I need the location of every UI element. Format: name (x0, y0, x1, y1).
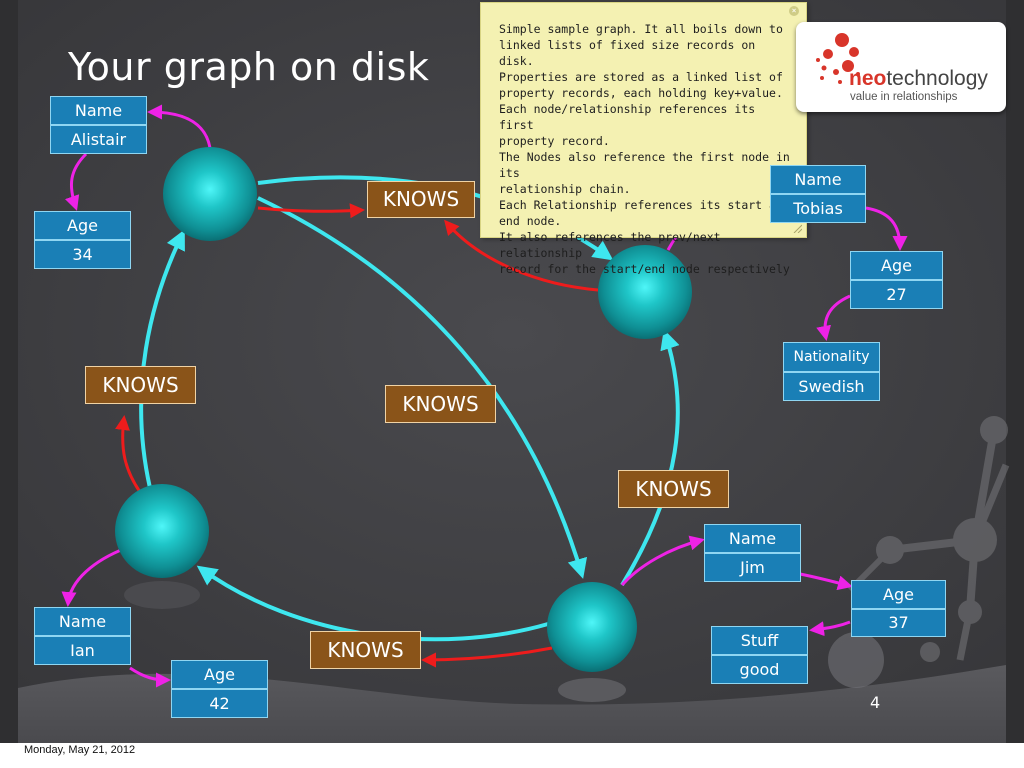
edge-ian-alistair (139, 229, 185, 489)
knows-box: KNOWS (85, 366, 196, 404)
note-line: linked lists of fixed size records on di… (499, 38, 756, 68)
property-record-value: 42 (171, 689, 268, 718)
footer-date: Monday, May 21, 2012 (24, 744, 136, 756)
property-record-key: Age (851, 580, 946, 609)
property-record-key: Nationality (783, 342, 880, 372)
property-record-value: Alistair (50, 125, 147, 154)
pointer-ian-knows (115, 415, 142, 493)
knows-box: KNOWS (385, 385, 496, 423)
pointer-jim-stuff (809, 620, 851, 637)
edge-jim-tobias (620, 329, 680, 587)
close-icon[interactable]: × (789, 6, 799, 16)
slide: Your graph on disk × Simple sample graph… (0, 0, 1024, 743)
note-line: Each Relationship references its start a… (499, 198, 790, 212)
property-record-value: 27 (850, 280, 943, 309)
edge-alistair-jim (257, 196, 588, 579)
property-record-value: 34 (34, 240, 131, 269)
pointer-tobias-age (865, 206, 908, 251)
note-line: end node. (499, 214, 562, 228)
pointer-jim-name (620, 535, 705, 587)
pointer-alistair-knows (257, 203, 365, 219)
knows-box: KNOWS (618, 470, 729, 508)
node-ian (115, 484, 209, 578)
note-line: relationship chain. (499, 182, 631, 196)
property-record-value: good (711, 655, 808, 684)
property-record-key: Name (770, 165, 866, 194)
note-line: Properties are stored as a linked list o… (499, 70, 783, 84)
note-line: It also references the prev/next relatio… (499, 230, 721, 260)
note-line: property record. (499, 134, 610, 148)
pointer-alistair-age (64, 152, 88, 211)
knows-box: KNOWS (310, 631, 421, 669)
neotechnology-logo: neotechnology value in relationships (796, 22, 1006, 112)
footer-bar: Monday, May 21, 2012 (0, 743, 1024, 768)
sticky-note[interactable]: × Simple sample graph. It all boils down… (480, 2, 807, 276)
node-alistair (163, 147, 257, 241)
property-record-key: Stuff (711, 626, 808, 655)
page-number: 4 (870, 693, 881, 712)
property-record-value: Swedish (783, 372, 880, 401)
node-jim (547, 582, 637, 672)
property-record-key: Age (850, 251, 943, 280)
note-line: record for the start/end node respective… (499, 262, 790, 276)
pointer-alistair-name (147, 104, 212, 149)
node-tobias (598, 245, 692, 339)
resize-grip-icon[interactable] (792, 223, 802, 233)
logo-wordmark: neotechnology (849, 67, 988, 90)
note-line: The Nodes also reference the first node … (499, 150, 790, 180)
pointer-ian-age (129, 666, 171, 688)
property-record-key: Name (50, 96, 147, 125)
knows-box: KNOWS (367, 181, 475, 218)
pointer-jim-age (799, 572, 853, 591)
pointer-tobias-knows (444, 219, 599, 292)
pointer-jim-knows (421, 646, 553, 668)
note-line: property records, each holding key+value… (499, 86, 783, 100)
pointer-tobias-nationality (816, 294, 851, 341)
property-record-value: Ian (34, 636, 131, 665)
logo-dots-icon (816, 33, 860, 84)
note-line: Each node/relationship references its fi… (499, 102, 756, 132)
property-record-value: Jim (704, 553, 801, 582)
property-record-key: Age (34, 211, 131, 240)
property-record-key: Age (171, 660, 268, 689)
property-record-key: Name (34, 607, 131, 636)
logo-tagline: value in relationships (850, 91, 958, 103)
slide-title: Your graph on disk (68, 45, 430, 89)
property-record-key: Name (704, 524, 801, 553)
property-record-value: 37 (851, 609, 946, 637)
note-line: Simple sample graph. It all boils down t… (499, 22, 783, 36)
property-record-value: Tobias (770, 194, 866, 223)
pointer-ian-name (61, 546, 127, 607)
